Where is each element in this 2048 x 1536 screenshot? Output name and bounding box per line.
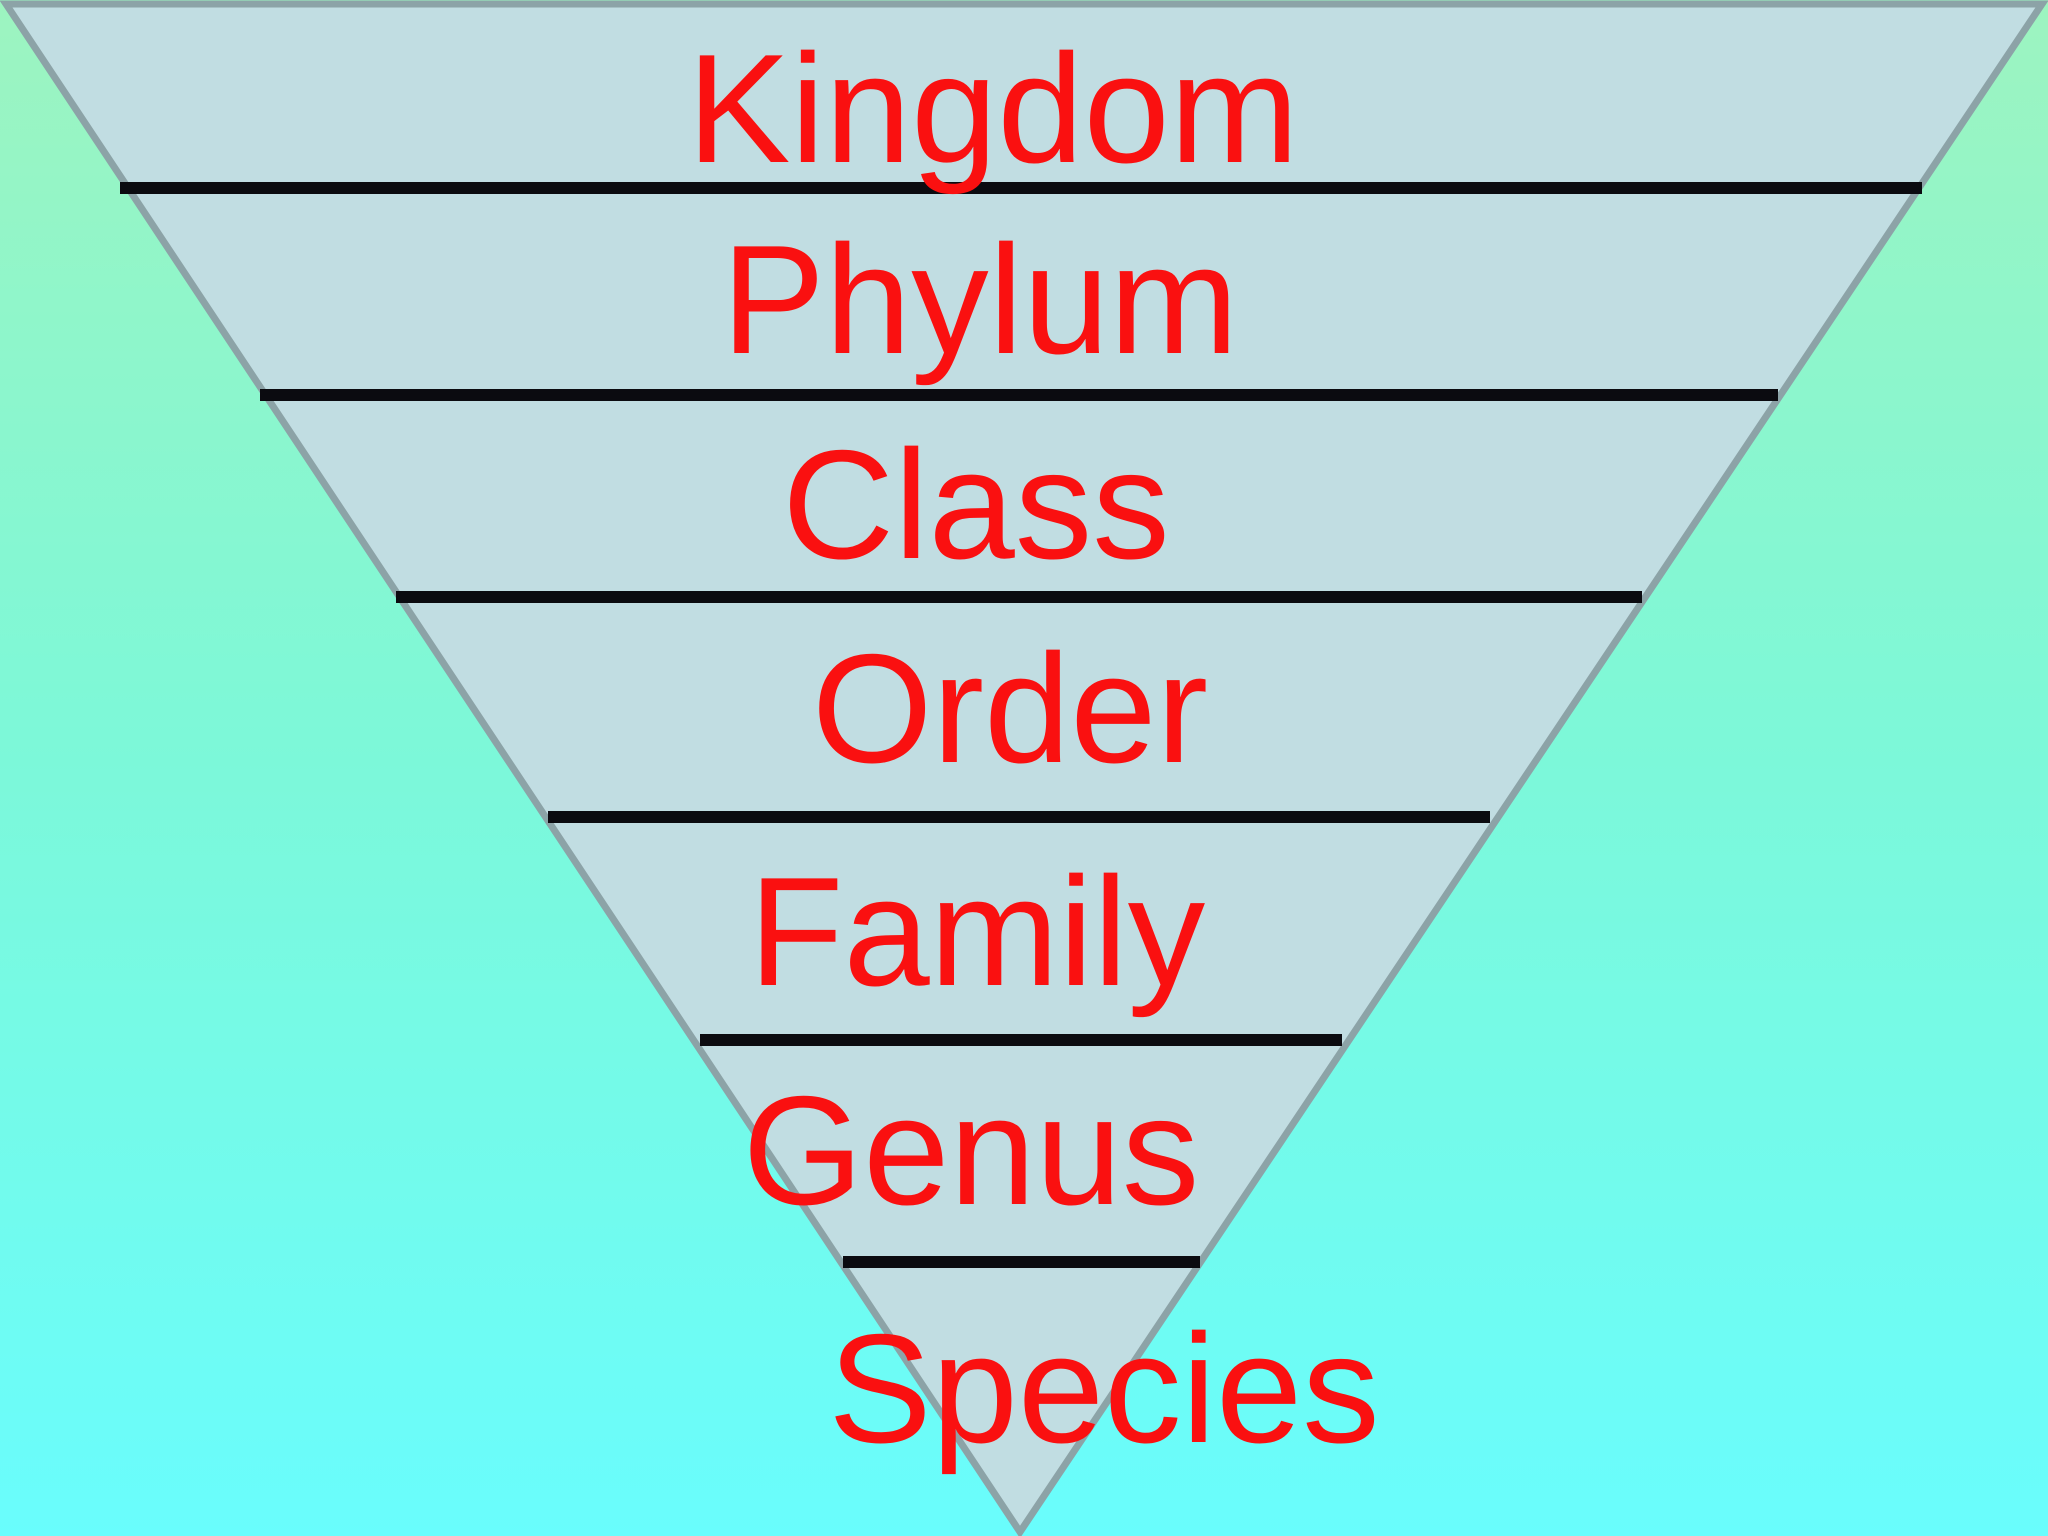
level-label-species: Species — [828, 1302, 1379, 1475]
level-label-family: Family — [749, 845, 1206, 1018]
level-label-genus: Genus — [743, 1064, 1200, 1237]
level-label-phylum: Phylum — [722, 213, 1239, 386]
level-label-kingdom: Kingdom — [687, 22, 1299, 195]
level-label-class: Class — [782, 418, 1170, 591]
level-label-order: Order — [812, 622, 1208, 795]
